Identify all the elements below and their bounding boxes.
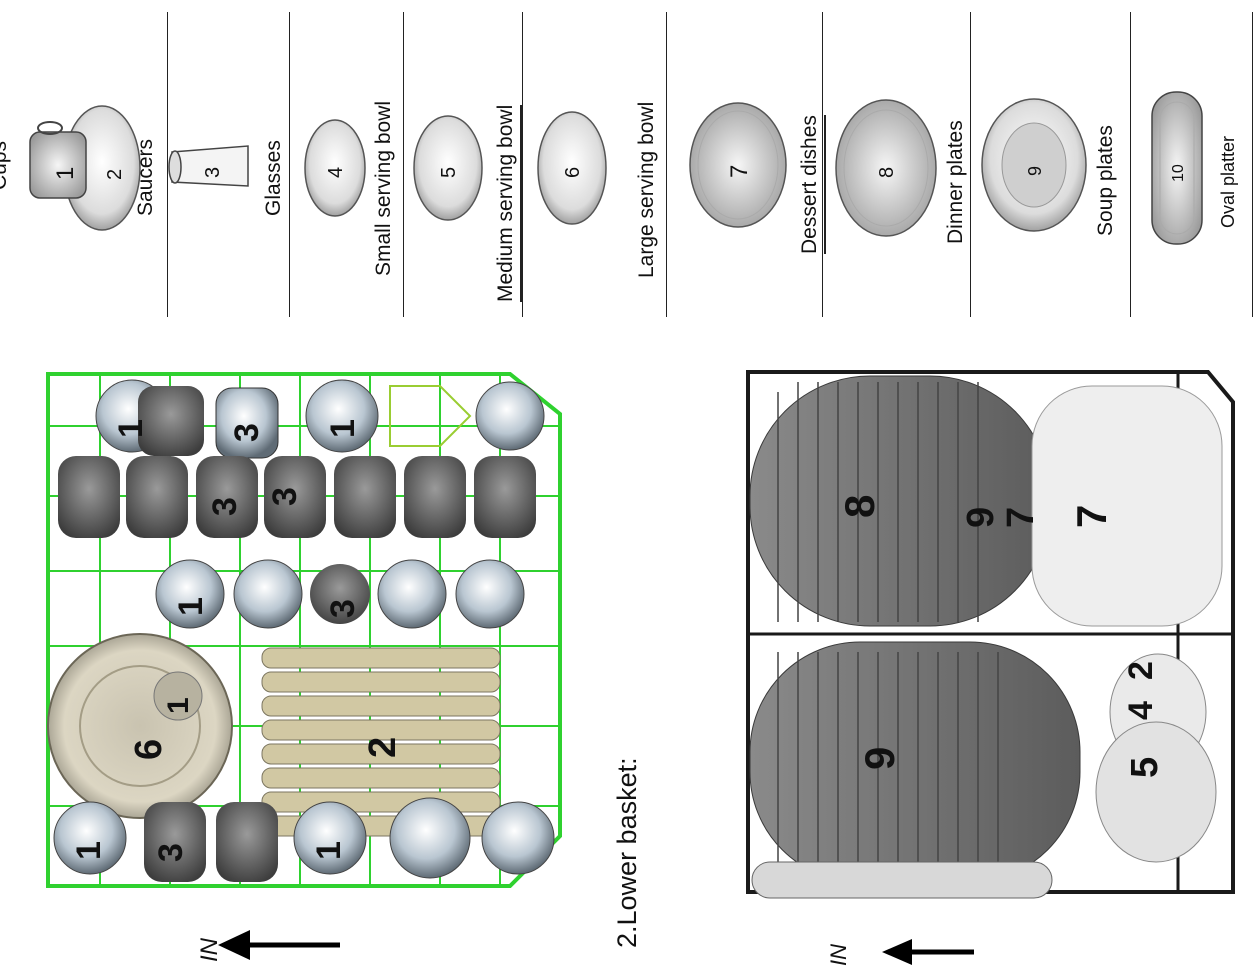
legend-num-1: 1	[52, 166, 79, 180]
upper-marker-cup: 1	[112, 419, 150, 438]
upper-marker-cup: 1	[172, 597, 210, 616]
upper-marker-cup: 1	[162, 697, 195, 714]
lower-marker-soup-plates: 9	[856, 746, 903, 770]
lower-marker-soup-plates: 9	[960, 506, 1002, 528]
upper-marker-cup: 1	[70, 841, 108, 860]
legend-label-glasses: Glasses	[262, 140, 285, 216]
glass-icon	[168, 145, 249, 187]
upper-marker-glass: 3	[206, 497, 244, 516]
large-bowl-icon	[537, 111, 607, 225]
lower-marker-medium-bowl: 5	[1124, 756, 1166, 778]
lower-marker-dessert-dishes: 7	[1000, 506, 1042, 528]
legend-label-medium-bowl: Medium serving bowl	[494, 104, 522, 302]
legend-num-7: 7	[726, 164, 753, 178]
upper-marker-glass: 3	[324, 599, 362, 618]
legend-divider	[1252, 12, 1253, 317]
legend-label-saucers: Saucers	[134, 138, 157, 216]
lower-direction-arrow-icon	[882, 939, 974, 965]
small-bowl-icon	[304, 119, 366, 217]
medium-bowl-icon	[413, 115, 483, 221]
legend-label-soup-plates: Soup plates	[1094, 125, 1117, 236]
legend-num-4: 4	[325, 166, 347, 178]
legend-num-10: 10	[1170, 164, 1187, 182]
upper-basket-drawing	[46, 372, 562, 888]
legend-label-small-bowl: Small serving bowl	[372, 100, 395, 276]
lower-marker-dessert-dishes: 7	[1068, 504, 1115, 528]
legend-label-large-bowl: Large serving bowl	[635, 101, 658, 278]
legend-num-2: 2	[104, 168, 126, 180]
upper-basket: 1 3 1 3 1 3 1 3 6 1 2 3 1	[40, 366, 568, 896]
legend-divider	[1130, 12, 1131, 317]
soup-plate-icon	[981, 98, 1087, 232]
dinner-plate-icon	[835, 99, 937, 237]
upper-marker-cup: 1	[310, 841, 348, 860]
upper-direction-label: IN	[196, 938, 223, 962]
lower-basket-title: 2.Lower basket:	[612, 757, 642, 948]
legend-num-9: 9	[1025, 165, 1045, 176]
legend-num-8: 8	[876, 166, 898, 178]
legend-divider	[666, 12, 667, 317]
legend-label-dinner-plates: Dinner plates	[944, 120, 967, 244]
lower-basket-drawing	[746, 370, 1235, 899]
legend-label-dessert-dishes: Dessert dishes	[798, 115, 826, 254]
lower-direction-label: IN	[826, 944, 851, 966]
lower-marker-oval-platter: 10	[804, 900, 842, 938]
upper-marker-glass: 3	[152, 843, 190, 862]
dessert-dish-icon	[689, 102, 787, 228]
upper-marker-saucer: 2	[362, 736, 404, 758]
legend-divider	[167, 12, 168, 317]
upper-marker-cup: 1	[324, 419, 362, 438]
legend-divider	[403, 12, 404, 317]
lower-marker-small-bowl: 4	[1122, 701, 1160, 720]
legend-divider	[522, 12, 523, 317]
legend-num-5: 5	[438, 166, 460, 178]
legend-label-cups: Cups	[0, 140, 11, 190]
legend-num-6: 6	[562, 166, 584, 178]
upper-direction-arrow-icon	[218, 930, 340, 960]
oval-platter-icon	[1151, 91, 1203, 245]
lower-marker-saucers: 2	[1122, 661, 1160, 680]
upper-marker-bowl: 6	[128, 738, 170, 760]
lower-marker-dinner-plates: 8	[836, 494, 883, 518]
legend-num-3: 3	[202, 166, 224, 178]
legend-divider	[822, 12, 823, 317]
upper-marker-glass: 3	[228, 423, 266, 442]
legend-label-oval-platter: Oval platter	[1218, 135, 1238, 228]
cup-icon	[29, 121, 87, 199]
legend-icons	[29, 91, 1203, 245]
lower-basket: 8 9 7 7 9 2 4 5 10	[738, 352, 1243, 938]
legend-divider	[970, 12, 971, 317]
legend-divider	[289, 12, 290, 317]
upper-marker-glass: 3	[266, 487, 304, 506]
